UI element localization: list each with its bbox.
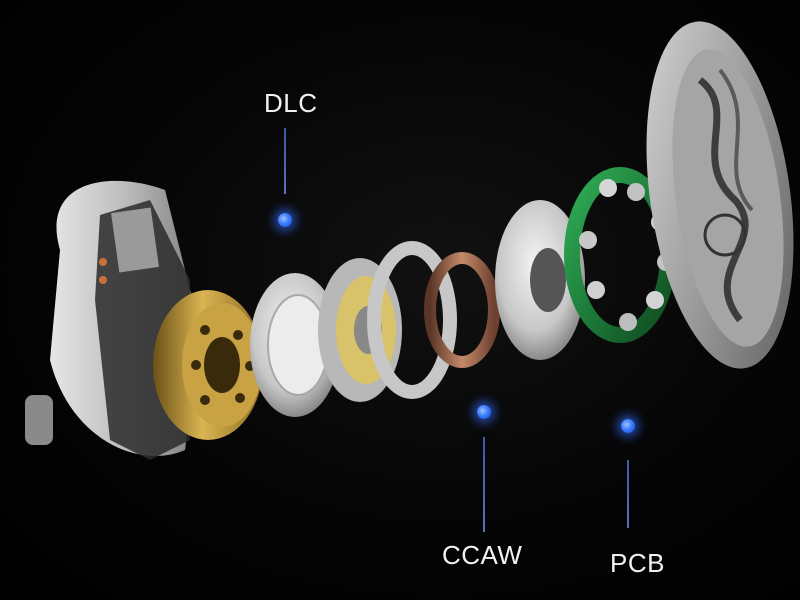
faceplate <box>646 21 794 369</box>
leader-line-dlc <box>284 128 286 194</box>
diaphragm <box>250 273 340 417</box>
callout-label-pcb: PCB <box>610 548 665 578</box>
leader-line-pcb <box>627 460 629 528</box>
marker-dot-ccaw <box>477 405 491 419</box>
ccaw-voice-coil <box>424 252 500 368</box>
marker-dot-dlc <box>278 213 292 227</box>
leader-line-ccaw <box>483 437 485 532</box>
gold-chamber <box>153 290 263 440</box>
callout-label-ccaw: CCAW <box>442 540 523 570</box>
callout-label-dlc: DLC <box>264 88 318 118</box>
magnet-ring <box>318 241 457 402</box>
marker-dot-pcb <box>621 419 635 433</box>
washer <box>495 200 585 360</box>
